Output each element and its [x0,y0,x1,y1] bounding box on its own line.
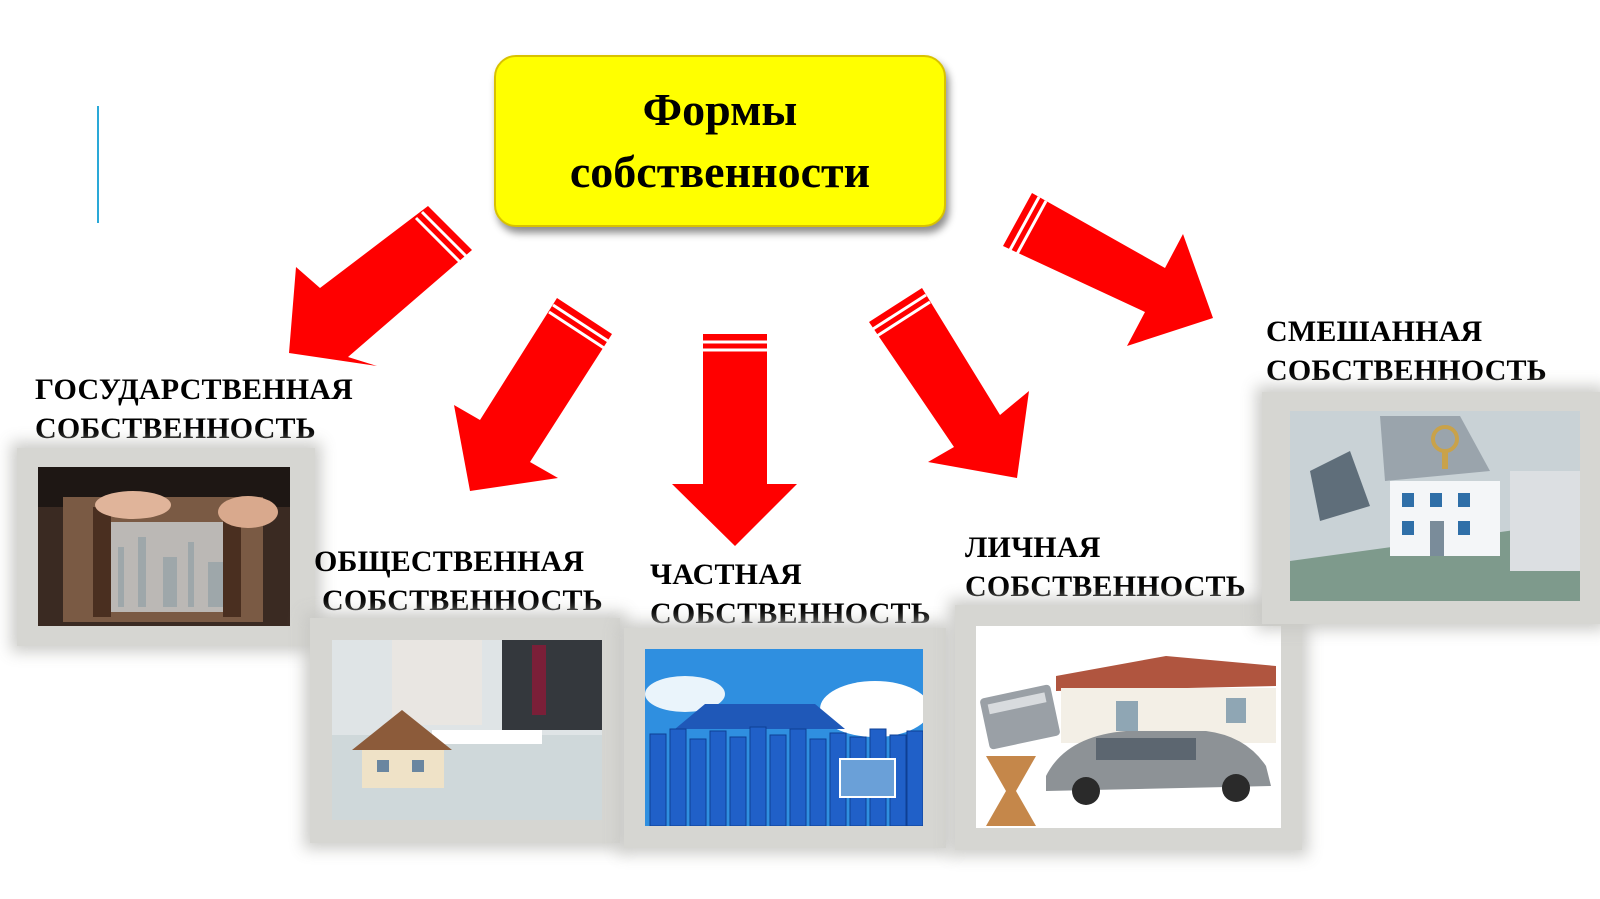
house-keys-money-image [1290,411,1580,601]
briefcase-factory-image [38,467,290,626]
label-state: ГОСУДАРСТВЕННАЯ СОБСТВЕННОСТЬ [35,370,353,448]
arrow-to-state [289,206,472,366]
label-private-line1: ЧАСТНАЯ [650,558,802,591]
label-mixed: СМЕШАННАЯ СОБСТВЕННОСТЬ [1266,312,1547,390]
label-public: ОБЩЕСТВЕННАЯ СОБСТВЕННОСТЬ [314,542,603,620]
blue-fence-image [645,649,923,826]
label-public-line1: ОБЩЕСТВЕННАЯ [314,545,585,578]
label-state-line1: ГОСУДАРСТВЕННАЯ [35,373,353,406]
label-public-line2: СОБСТВЕННОСТЬ [322,584,603,617]
arrow-to-personal [869,288,1029,478]
label-mixed-line2: СОБСТВЕННОСТЬ [1266,354,1547,387]
accent-line [97,106,99,223]
title-box: Формы собственности [494,55,946,227]
label-private-line2: СОБСТВЕННОСТЬ [650,597,931,630]
label-personal: ЛИЧНАЯ СОБСТВЕННОСТЬ [965,528,1246,606]
label-state-line2: СОБСТВЕННОСТЬ [35,412,316,445]
arrow-to-mixed [1003,193,1213,346]
arrow-to-private [672,334,797,546]
house-model-contract-image [332,640,602,820]
house-car-calculator-image [976,626,1281,828]
label-personal-line2: СОБСТВЕННОСТЬ [965,570,1246,603]
label-mixed-line1: СМЕШАННАЯ [1266,315,1483,348]
label-personal-line1: ЛИЧНАЯ [965,531,1101,564]
title-line-1: Формы [642,84,798,135]
title-line-2: собственности [569,146,871,197]
label-private: ЧАСТНАЯ СОБСТВЕННОСТЬ [650,555,931,633]
arrow-to-public [454,298,612,491]
